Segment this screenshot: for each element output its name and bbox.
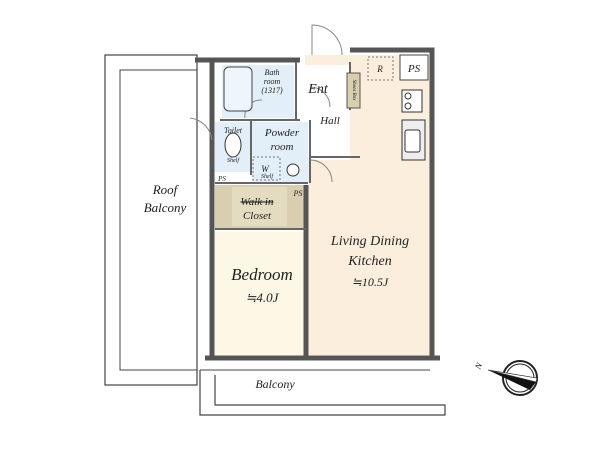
roof-balcony-label-2: Balcony	[144, 200, 187, 215]
bath-label-2: room	[264, 77, 281, 86]
bath-label: Bath	[264, 68, 279, 77]
ps-closet-label: PS	[293, 189, 303, 198]
shoes-box-label: Shoes Box	[351, 80, 356, 101]
washer-space	[252, 156, 281, 181]
refrigerator-label: R	[376, 64, 383, 74]
hall-label: Hall	[319, 115, 340, 127]
ldk-size: ≒10.5J	[352, 275, 389, 289]
powder-room-label-2: room	[271, 141, 294, 153]
roof-balcony: Roof Balcony	[104, 54, 198, 386]
balcony-label: Balcony	[255, 377, 295, 391]
walls	[195, 47, 440, 361]
washer-shelf-label: Shelf	[261, 173, 274, 180]
burner-icon	[404, 102, 412, 110]
ps-toilet-label: PS	[217, 175, 226, 183]
closet-inner	[232, 187, 287, 226]
burner-icon	[404, 92, 412, 100]
ps-top-box	[399, 54, 429, 81]
sink-icon	[404, 129, 421, 153]
roof-balcony-label: Roof	[152, 182, 180, 197]
toilet-icon	[224, 132, 242, 158]
partitions	[215, 62, 360, 230]
ldk-label: Living Dining	[330, 234, 409, 249]
stove-icon	[401, 89, 423, 113]
bathtub-icon	[223, 66, 253, 112]
bedroom-size: ≒4.0J	[246, 290, 280, 305]
washer-label: W	[261, 164, 270, 174]
compass-icon: N	[472, 360, 538, 396]
balcony: Balcony	[199, 369, 446, 416]
shoes-box	[346, 72, 361, 109]
bath-label-3: (1317)	[261, 86, 283, 95]
refrigerator-space	[367, 56, 394, 81]
ps-top-label: PS	[407, 63, 421, 75]
closet-label: Walk in	[241, 196, 274, 208]
washbasin-icon	[286, 163, 300, 177]
powder-room-label: Powder	[264, 127, 300, 139]
north-label: N	[472, 360, 484, 371]
ldk-label-2: Kitchen	[347, 254, 392, 269]
toilet-shelf-label: Shelf	[227, 157, 240, 164]
entrance-floor	[300, 65, 350, 160]
closet-label-2: Closet	[243, 210, 272, 222]
toilet-label: Toilet	[224, 126, 243, 135]
bedroom-label: Bedroom	[231, 265, 293, 284]
bedroom-floor	[215, 232, 305, 355]
entrance-label: Ent	[307, 82, 329, 97]
